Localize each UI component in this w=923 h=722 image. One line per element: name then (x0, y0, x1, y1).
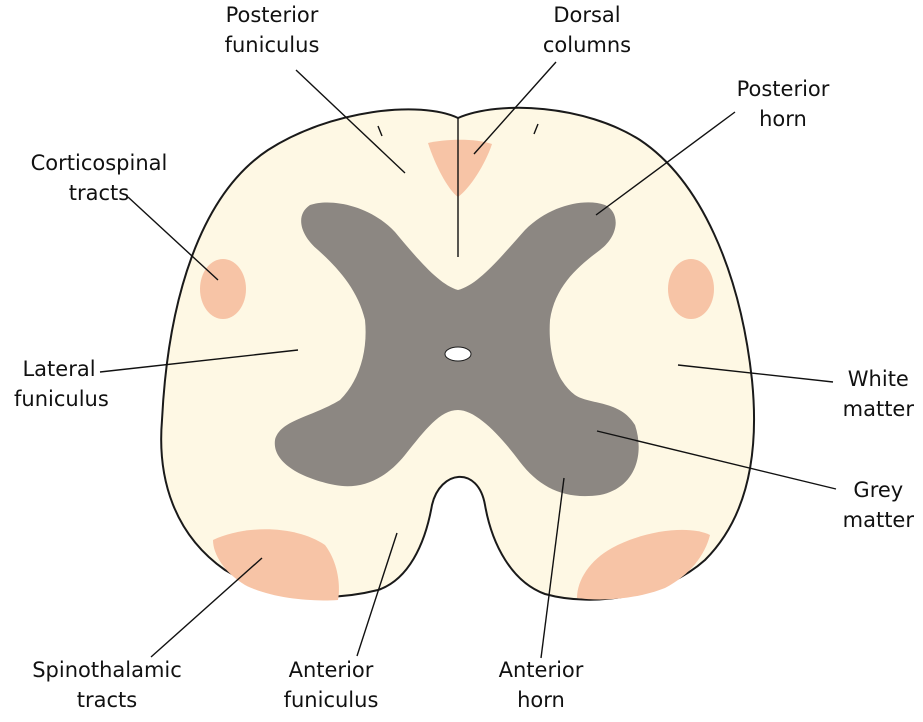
leader-posterior-horn (595, 111, 736, 216)
leader-corticospinal-tracts (127, 196, 219, 281)
leader-lateral-funiculus (99, 349, 299, 373)
corticospinal-tract-right (668, 259, 714, 319)
label-posterior-funiculus: Posterior funiculus (225, 0, 320, 60)
posterior-groove-right (533, 123, 539, 135)
label-line: tracts (68, 181, 130, 205)
leader-anterior-funiculus (356, 532, 398, 657)
label-line: Corticospinal (30, 151, 168, 175)
label-line: horn (759, 107, 807, 131)
label-line: Posterior (225, 3, 319, 27)
spinothalamic-tract-right (577, 529, 710, 600)
dorsal-column-tract (428, 139, 492, 197)
leader-anterior-horn (540, 477, 565, 659)
label-posterior-horn: Posterior horn (737, 74, 830, 134)
label-grey-matter: Grey matter (843, 475, 914, 535)
label-dorsal-columns: Dorsal columns (543, 0, 631, 60)
label-line: columns (542, 33, 632, 57)
label-lateral-funiculus: Lateral funiculus (14, 354, 109, 414)
label-line: funiculus (224, 33, 320, 57)
label-line: Spinothalamic (32, 658, 182, 682)
label-line: Anterior (288, 658, 374, 682)
label-line: matter (842, 397, 914, 421)
central-canal (444, 346, 472, 362)
label-line: Posterior (736, 77, 830, 101)
label-line: Anterior (498, 658, 584, 682)
label-anterior-horn: Anterior horn (499, 655, 584, 715)
label-line: Lateral (22, 357, 96, 381)
posterior-groove-left (377, 125, 383, 137)
label-spinothalamic-tracts: Spinothalamic tracts (32, 655, 182, 715)
label-line: funiculus (283, 688, 379, 712)
corticospinal-tract-left (200, 259, 246, 319)
leader-dorsal-columns (473, 61, 557, 155)
label-line: White (847, 367, 909, 391)
label-line: tracts (76, 688, 138, 712)
leader-posterior-funiculus (295, 69, 406, 174)
label-line: Grey (853, 478, 904, 502)
leader-white-matter (677, 364, 834, 383)
leader-grey-matter (596, 430, 837, 490)
label-corticospinal-tracts: Corticospinal tracts (31, 148, 168, 208)
label-line: horn (517, 688, 565, 712)
label-line: funiculus (14, 387, 109, 411)
label-white-matter: White matter (843, 364, 914, 424)
label-line: matter (842, 508, 914, 532)
label-line: Dorsal (553, 3, 621, 27)
label-anterior-funiculus: Anterior funiculus (284, 655, 379, 715)
leader-spinothalamic-tracts (150, 557, 263, 658)
spinothalamic-tract-left (213, 529, 339, 601)
